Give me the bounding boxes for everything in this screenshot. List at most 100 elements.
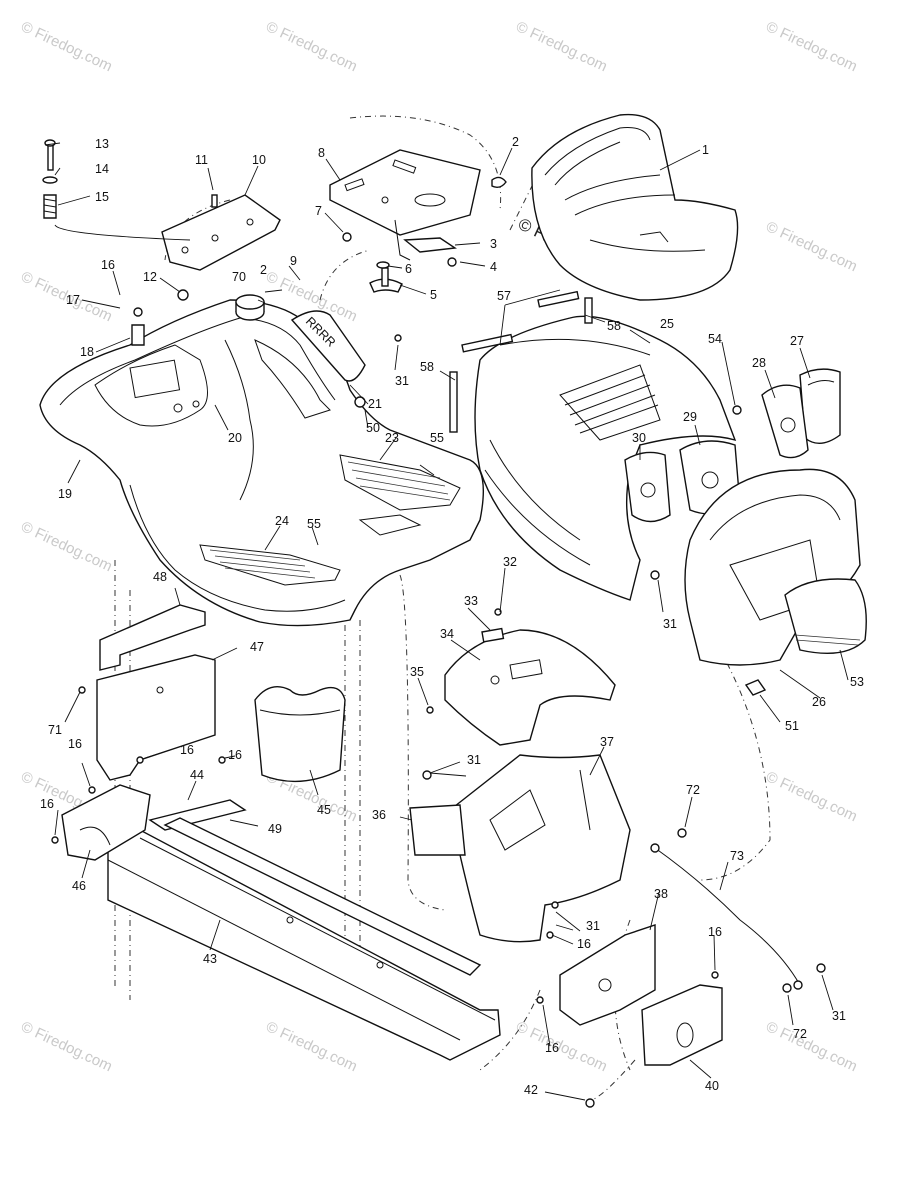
seat-pan-plate [329, 149, 481, 261]
insulation-pad [409, 804, 466, 856]
callout-25: 25 [660, 317, 674, 331]
callout-45: 45 [317, 803, 331, 817]
footrest-mat-right [347, 461, 451, 501]
watermark: © Firedog.com [18, 18, 115, 75]
callout-13: 13 [95, 137, 109, 151]
watermark: © Firedog.com [763, 1018, 860, 1075]
callout-14: 14 [95, 162, 109, 176]
callout-32: 32 [503, 555, 517, 569]
callout-55a: 55 [430, 431, 444, 445]
callout-27: 27 [790, 334, 804, 348]
leader-lines [44, 142, 849, 1101]
callout-17: 17 [66, 293, 80, 307]
callout-55b: 55 [307, 517, 321, 531]
main-frame [107, 829, 501, 1061]
watermark: © Firedog.com [18, 1018, 115, 1075]
frame-cover [449, 754, 631, 943]
footrest-mat-left [209, 549, 316, 579]
callout-53: 53 [850, 675, 864, 689]
callout-16f: 16 [577, 937, 591, 951]
callout-16e: 16 [40, 797, 54, 811]
callout-21: 21 [368, 397, 382, 411]
callout-47: 47 [250, 640, 264, 654]
callout-20: 20 [228, 431, 242, 445]
callout-38: 38 [654, 887, 668, 901]
grille-insert [784, 578, 867, 655]
callout-16b: 16 [68, 737, 82, 751]
ground-cable [650, 843, 803, 990]
callout-16c: 16 [180, 743, 194, 757]
dash-panel [444, 627, 616, 746]
callout-12: 12 [143, 270, 157, 284]
callout-16a: 16 [101, 258, 115, 272]
callout-29: 29 [683, 410, 697, 424]
callout-31b: 31 [663, 617, 677, 631]
watermark: © Firedog.com [513, 1018, 610, 1075]
callout-1: 1 [702, 143, 709, 157]
watermark: © Firedog.com [263, 1018, 360, 1075]
callout-71: 71 [48, 723, 62, 737]
battery-box [254, 686, 346, 783]
watermark: © Firedog.com [513, 18, 610, 75]
frame-crossmember [148, 799, 482, 976]
callout-50: 50 [366, 421, 380, 435]
callout-15: 15 [95, 190, 109, 204]
callout-36: 36 [372, 808, 386, 822]
callout-16h: 16 [545, 1041, 559, 1055]
callout-48: 48 [153, 570, 167, 584]
callout-31c: 31 [467, 753, 481, 767]
callout-54: 54 [708, 332, 722, 346]
callout-7: 7 [315, 204, 322, 218]
headlight-housing-right [761, 384, 809, 459]
callout-16d: 16 [228, 748, 242, 762]
callout-16g: 16 [708, 925, 722, 939]
callout-51: 51 [785, 719, 799, 733]
callout-46: 46 [72, 879, 86, 893]
callout-10: 10 [252, 153, 266, 167]
callout-73: 73 [730, 849, 744, 863]
callout-30: 30 [632, 431, 646, 445]
callout-4: 4 [490, 260, 497, 274]
rear-panel [96, 604, 216, 781]
watermark: © Firedog.com [18, 518, 115, 575]
frame-bracket-left [61, 784, 151, 861]
callout-2: 2 [512, 135, 519, 149]
callout-31d: 31 [586, 919, 600, 933]
callout-58b: 58 [420, 360, 434, 374]
callout-5: 5 [430, 288, 437, 302]
callout-18: 18 [80, 345, 94, 359]
callout-33: 33 [464, 594, 478, 608]
callout-31e: 31 [832, 1009, 846, 1023]
callout-19: 19 [58, 487, 72, 501]
callout-2b: 2 [260, 263, 267, 277]
seat [531, 113, 739, 301]
callout-31a: 31 [395, 374, 409, 388]
headlight-housing-left [624, 451, 671, 523]
watermark: © Firedog.com [263, 18, 360, 75]
callout-34: 34 [440, 627, 454, 641]
fuel-cap [235, 294, 265, 321]
callout-24: 24 [275, 514, 289, 528]
callout-26: 26 [812, 695, 826, 709]
callout-35: 35 [410, 665, 424, 679]
watermark: © Firedog.com [763, 18, 860, 75]
watermark: © Firedog.com [763, 768, 860, 825]
callout-9: 9 [290, 254, 297, 268]
callout-72b: 72 [793, 1027, 807, 1041]
callout-23: 23 [385, 431, 399, 445]
hitch-plate [641, 984, 723, 1066]
callout-40: 40 [705, 1079, 719, 1093]
callout-28: 28 [752, 356, 766, 370]
callout-42: 42 [524, 1083, 538, 1097]
callout-58a: 58 [607, 319, 621, 333]
callout-72a: 72 [686, 783, 700, 797]
callout-3: 3 [490, 237, 497, 251]
hitch-bracket [559, 924, 656, 1026]
callout-70: 70 [232, 270, 246, 284]
fasteners [51, 307, 826, 1108]
callout-8: 8 [318, 146, 325, 160]
callout-49: 49 [268, 822, 282, 836]
watermark: © Firedog.com [763, 218, 860, 275]
callout-43: 43 [203, 952, 217, 966]
